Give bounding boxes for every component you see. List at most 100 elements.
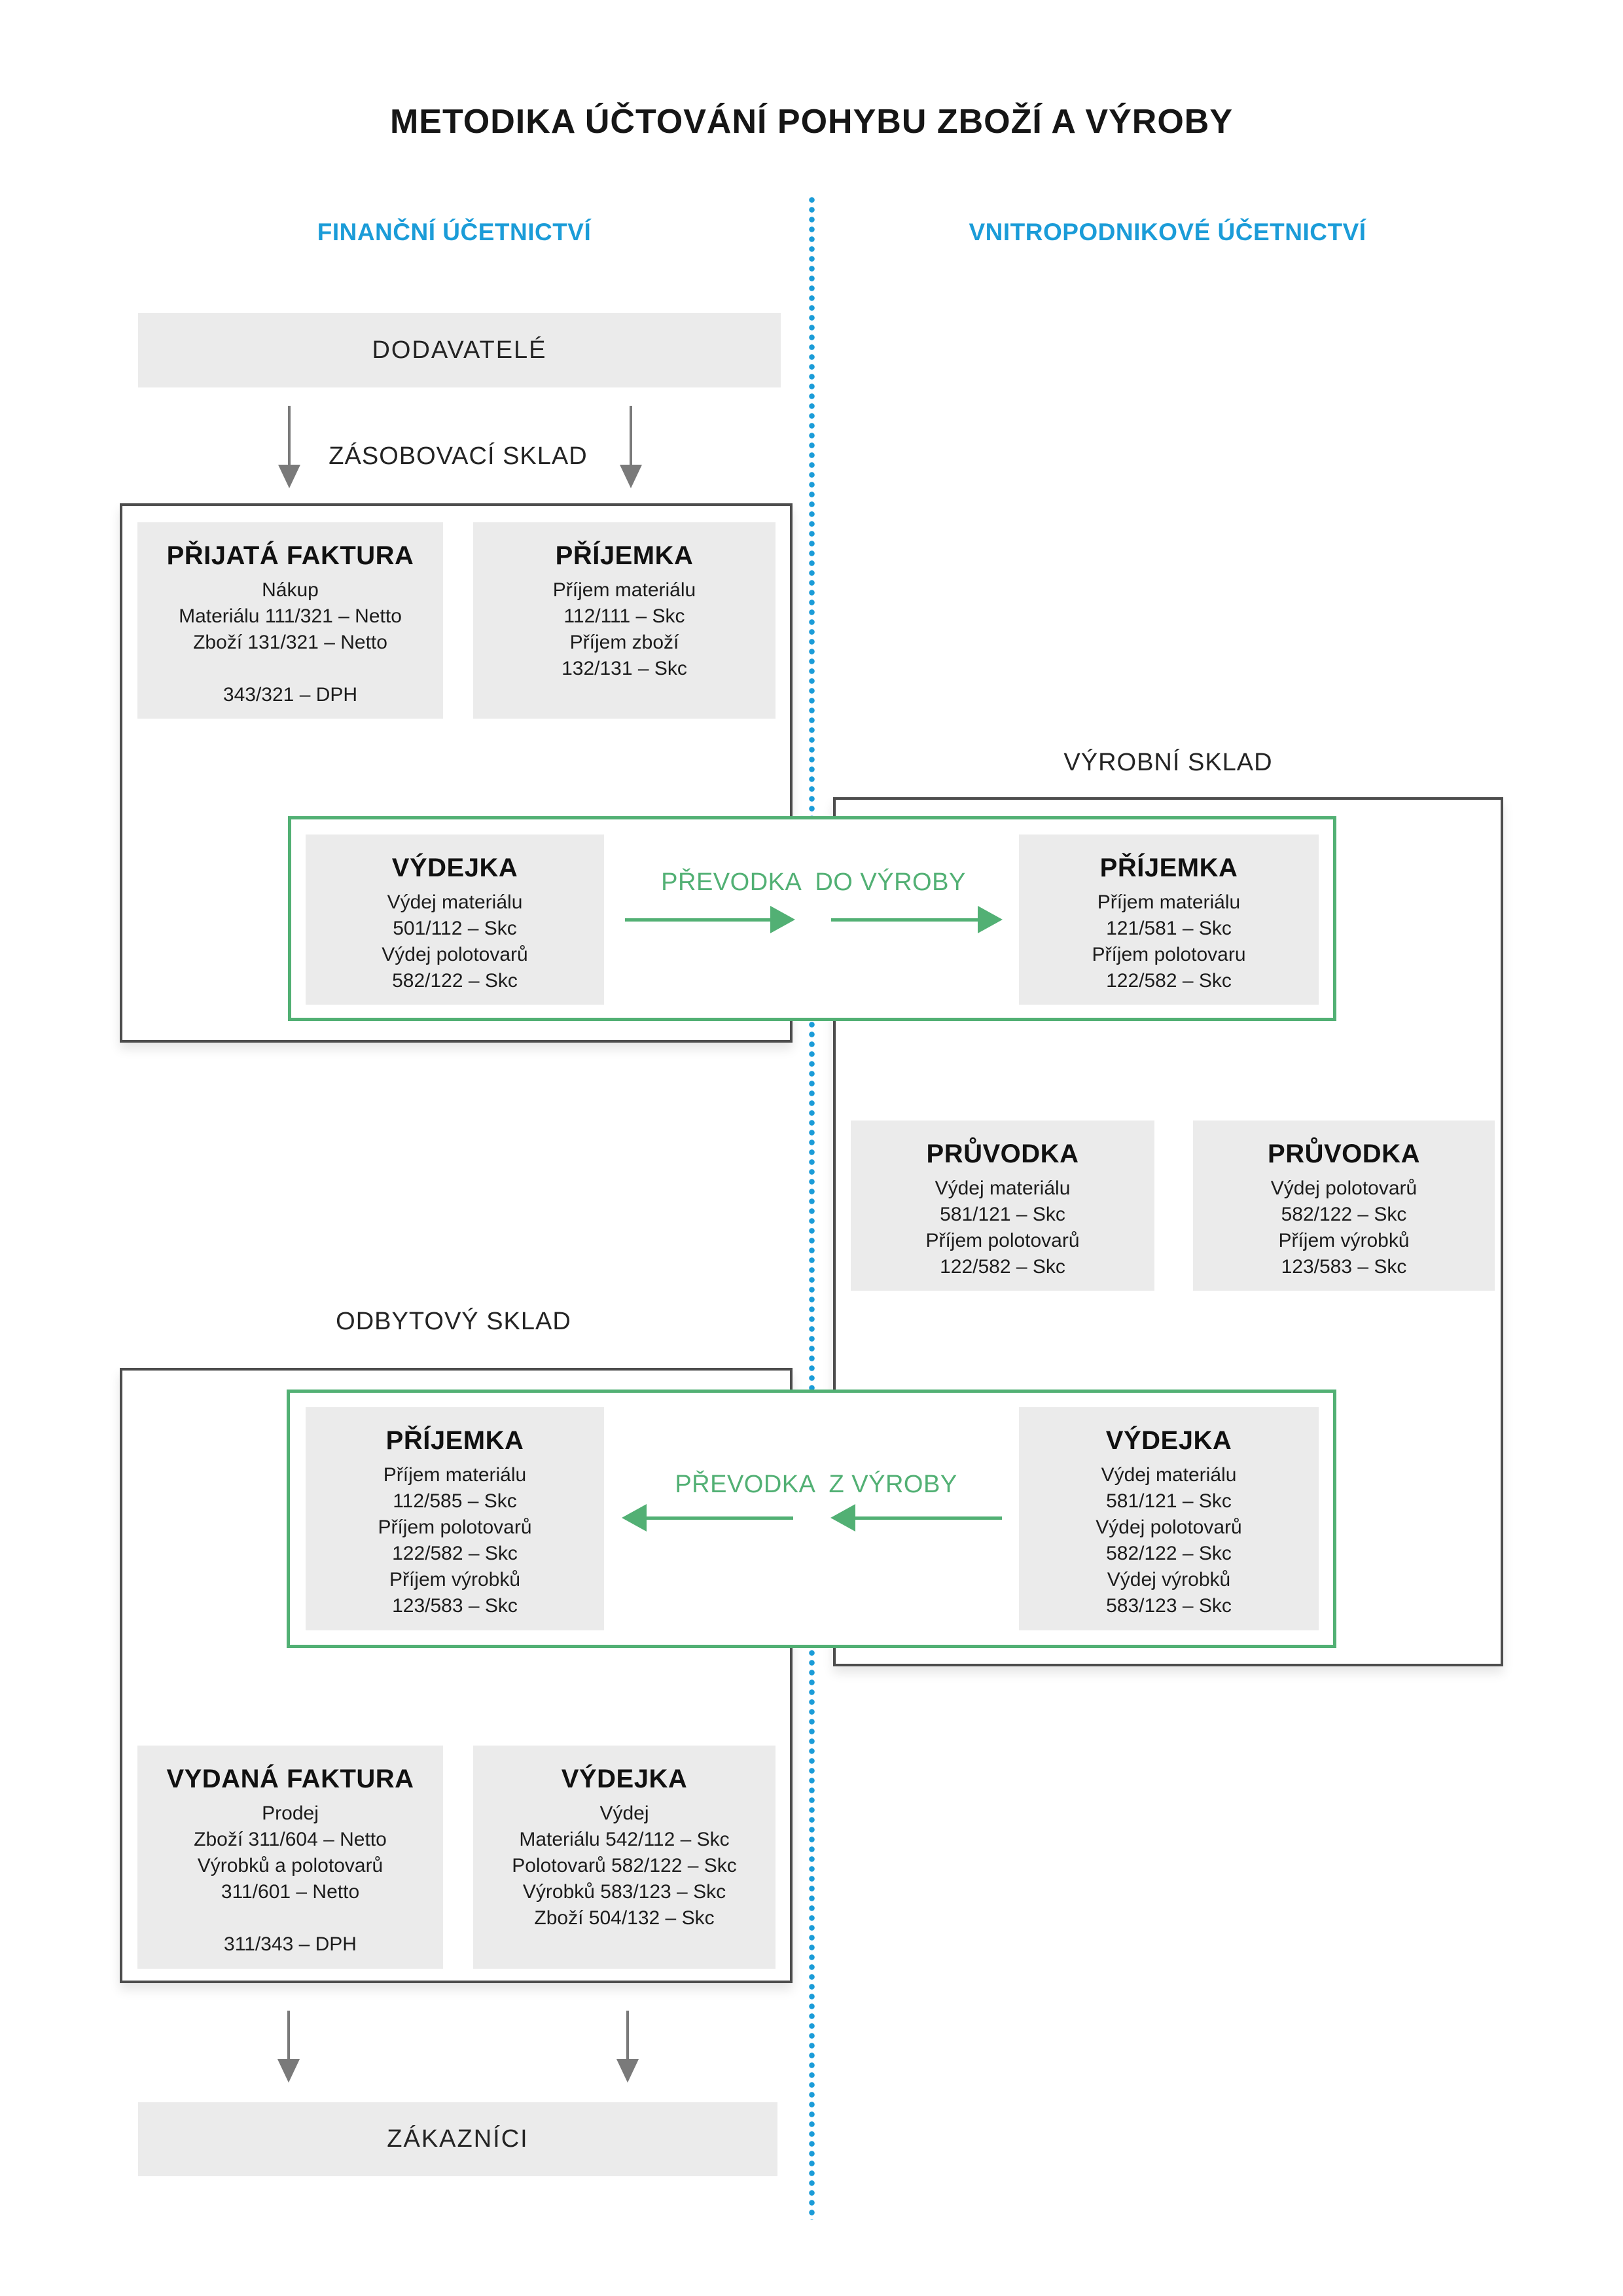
box-title: PRŮVODKA — [926, 1139, 1079, 1168]
box-line: 122/582 – Skc — [1106, 970, 1232, 992]
box-line: Nákup — [262, 579, 319, 601]
box-title: VÝDEJKA — [391, 853, 518, 882]
box-line: 311/601 – Netto — [221, 1881, 360, 1903]
box-line: Příjem výrobků — [1278, 1230, 1410, 1251]
arrow-left-green-icon — [647, 1516, 793, 1520]
box-line — [137, 656, 443, 682]
arrow-down-icon — [626, 2011, 629, 2060]
box-line: 501/112 – Skc — [393, 918, 517, 939]
box-line: Prodej — [262, 1803, 319, 1824]
box-title: PŘÍJEMKA — [385, 1426, 524, 1455]
box-line: Výrobků 583/123 – Skc — [522, 1881, 726, 1903]
box-line: Příjem materiálu — [1097, 891, 1241, 913]
box-line: 581/121 – Skc — [940, 1204, 1065, 1225]
arrow-right-green-icon — [770, 906, 795, 933]
box-title: VÝDEJKA — [561, 1765, 688, 1793]
box-line: Příjem polotovarů — [925, 1230, 1080, 1251]
box-title: VYDANÁ FAKTURA — [166, 1765, 414, 1793]
box-title: PŘIJATÁ FAKTURA — [166, 541, 414, 570]
box-line — [137, 1905, 443, 1931]
box-line: 582/122 – Skc — [1281, 1204, 1407, 1225]
box-line: Polotovarů 582/122 – Skc — [512, 1855, 737, 1876]
box-line: Výdej polotovarů — [1270, 1177, 1418, 1199]
box-line: 122/582 – Skc — [392, 1543, 518, 1564]
box-line: Příjem polotovarů — [378, 1516, 532, 1538]
box-line: 122/582 – Skc — [940, 1256, 1065, 1278]
box-line: 123/583 – Skc — [1281, 1256, 1407, 1278]
arrow-left-green-icon — [830, 1504, 855, 1532]
arrow-down-icon — [278, 465, 300, 488]
box-title: PŘÍJEMKA — [1099, 853, 1238, 882]
box-line: Příjem výrobků — [389, 1569, 521, 1590]
arrow-down-icon — [287, 2011, 290, 2060]
box-line: 311/343 – DPH — [224, 1933, 357, 1955]
production-warehouse-outline — [833, 797, 1503, 1666]
box-line: 123/583 – Skc — [392, 1595, 518, 1617]
box-line: Materiálu 542/112 – Skc — [519, 1829, 730, 1850]
box-line: Příjem polotovaru — [1092, 944, 1246, 965]
box-line: Výdej materiálu — [1101, 1464, 1237, 1486]
label-transfer-to-production: PŘEVODKA DO VÝROBY — [661, 869, 966, 896]
box-line: Materiálu 111/321 – Netto — [179, 605, 402, 627]
box-line: 112/585 – Skc — [393, 1490, 517, 1512]
arrow-right-green-icon — [978, 906, 1003, 933]
customers-box: ZÁKAZNÍCI — [138, 2102, 777, 2176]
suppliers-box: DODAVATELÉ — [138, 313, 781, 387]
box-line: Příjem materiálu — [383, 1464, 527, 1486]
page-title: METODIKA ÚČTOVÁNÍ POHYBU ZBOŽÍ A VÝROBY — [389, 103, 1234, 141]
supply-warehouse-outline — [120, 503, 793, 1043]
label-transfer-from-production: PŘEVODKA Z VÝROBY — [675, 1471, 957, 1498]
box-line: Výrobků a polotovarů — [197, 1855, 383, 1876]
box-line: Výdej polotovarů — [382, 944, 528, 965]
box-line: Příjem materiálu — [552, 579, 696, 601]
box-line: Výdej — [599, 1803, 649, 1824]
arrow-down-icon — [630, 406, 632, 466]
column-header-financial: FINANČNÍ ÚČETNICTVÍ — [317, 219, 592, 245]
arrow-down-icon — [620, 465, 642, 488]
box-line: Zboží 311/604 – Netto — [194, 1829, 387, 1850]
arrow-right-green-icon — [831, 918, 978, 922]
box-title: PRŮVODKA — [1268, 1139, 1420, 1168]
box-line: 582/122 – Skc — [1106, 1543, 1232, 1564]
box-line: Výdej materiálu — [387, 891, 523, 913]
box-title: VÝDEJKA — [1105, 1426, 1232, 1455]
box-line: 343/321 – DPH — [223, 684, 358, 706]
arrow-down-icon — [288, 406, 291, 466]
box-line: Výdej polotovarů — [1096, 1516, 1242, 1538]
box-line: 581/121 – Skc — [1106, 1490, 1232, 1512]
box-line: 582/122 – Skc — [392, 970, 518, 992]
box-line: Výdej materiálu — [935, 1177, 1071, 1199]
label-supply-warehouse: ZÁSOBOVACÍ SKLAD — [329, 442, 588, 470]
box-line: 132/131 – Skc — [562, 658, 687, 679]
label-production-warehouse: VÝROBNÍ SKLAD — [1063, 749, 1273, 776]
arrow-left-green-icon — [855, 1516, 1002, 1520]
box-title: PŘÍJEMKA — [555, 541, 694, 570]
arrow-right-green-icon — [625, 918, 770, 922]
box-line: Výdej výrobků — [1107, 1569, 1231, 1590]
box-line: 112/111 – Skc — [563, 605, 685, 627]
label-sales-warehouse: ODBYTOVÝ SKLAD — [336, 1308, 571, 1335]
box-line: Příjem zboží — [569, 632, 679, 653]
box-line: Zboží 504/132 – Skc — [534, 1907, 715, 1929]
arrow-left-green-icon — [622, 1504, 647, 1532]
